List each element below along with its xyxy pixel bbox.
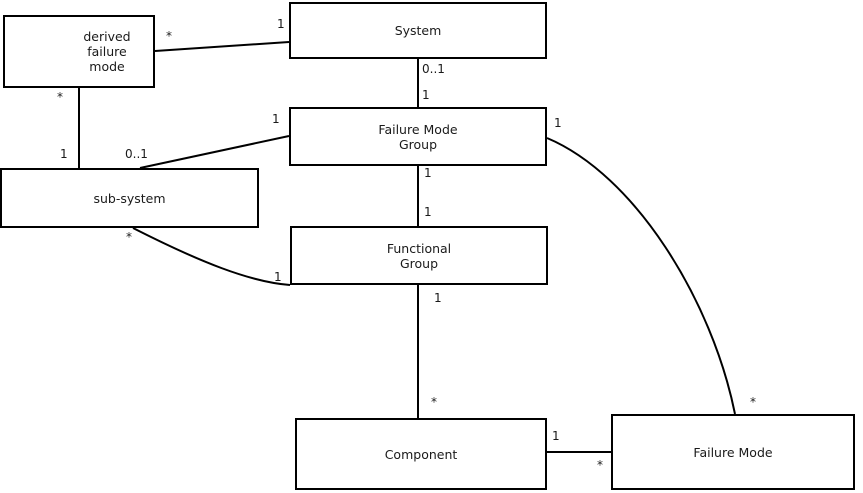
- multiplicity-label: 1: [552, 429, 560, 443]
- class-name-functional-group: Functional Group: [386, 240, 452, 271]
- class-name-system: System: [394, 23, 442, 38]
- multiplicity-label: 1: [422, 88, 430, 102]
- multiplicity-label: *: [597, 458, 603, 472]
- multiplicity-label: 1: [554, 116, 562, 130]
- class-box-sub-system[interactable]: sub-system: [0, 168, 259, 228]
- multiplicity-label: 1: [424, 205, 432, 219]
- class-box-functional-group[interactable]: Functional Group: [290, 226, 548, 285]
- class-name-component: Component: [384, 446, 458, 462]
- multiplicity-label: 1: [60, 147, 68, 161]
- class-box-failure-mode[interactable]: Failure Mode: [611, 414, 855, 490]
- class-name-sub-system: sub-system: [93, 190, 166, 206]
- association-sub-system--functional-group: [132, 227, 291, 286]
- association-derived-failure-mode--system: [154, 41, 290, 52]
- class-box-system[interactable]: System: [289, 2, 547, 59]
- multiplicity-label: *: [431, 395, 437, 409]
- association-failure-mode-group--failure-mode: [546, 137, 736, 415]
- class-box-derived-failure-mode[interactable]: derived failure mode: [3, 15, 155, 88]
- multiplicity-label: 1: [434, 291, 442, 305]
- class-box-failure-mode-group[interactable]: Failure Mode Group: [289, 107, 547, 166]
- multiplicity-label: *: [126, 230, 132, 244]
- multiplicity-label: 1: [277, 17, 285, 31]
- association-sub-system--failure-mode-group: [139, 135, 290, 169]
- multiplicity-label: 0..1: [125, 147, 148, 161]
- class-name-failure-mode-group: Failure Mode Group: [378, 121, 458, 152]
- multiplicity-label: 1: [274, 270, 282, 284]
- multiplicity-label: *: [57, 90, 63, 104]
- multiplicity-label: 0..1: [422, 62, 445, 76]
- class-name-failure-mode: Failure Mode: [693, 444, 773, 460]
- multiplicity-label: 1: [424, 166, 432, 180]
- class-name-derived-failure-mode: derived failure mode: [83, 29, 131, 74]
- multiplicity-label: *: [750, 395, 756, 409]
- class-box-component[interactable]: Component: [295, 418, 547, 490]
- multiplicity-label: *: [166, 29, 172, 43]
- multiplicity-label: 1: [272, 112, 280, 126]
